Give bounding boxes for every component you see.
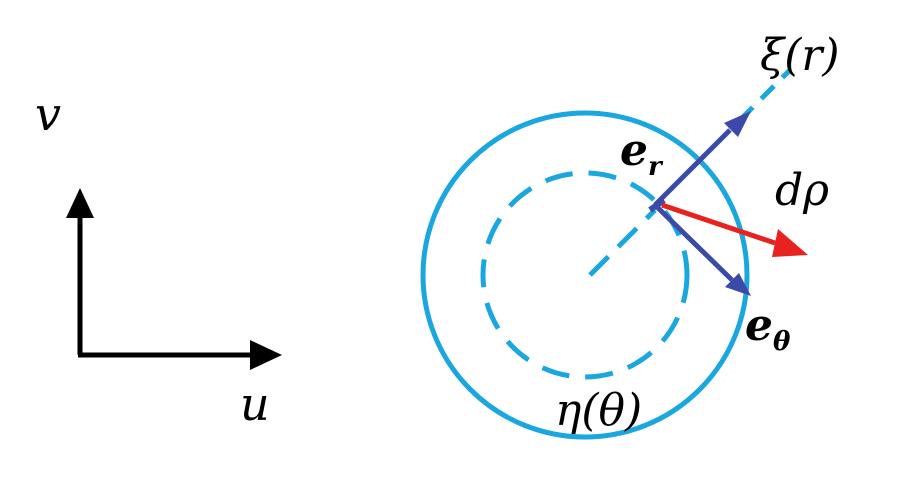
e-r-base: e — [620, 125, 648, 176]
e-theta-vector-line — [653, 203, 734, 282]
inner-dashed-circle — [480, 170, 690, 380]
e-r-vector-line — [653, 128, 732, 207]
e-r-subscript: r — [648, 152, 664, 182]
u-axis-arrowhead — [250, 340, 282, 370]
d-rho-text: dρ — [775, 165, 829, 216]
uv-axes — [66, 188, 282, 370]
v-axis-arrowhead — [66, 188, 94, 218]
e-theta-label: eθ — [745, 300, 791, 357]
e-r-vector-arrowhead — [724, 111, 751, 137]
e-r-label: er — [620, 125, 664, 182]
d-rho-label: dρ — [775, 165, 829, 216]
tangent-tick — [648, 197, 666, 213]
e-theta-base: e — [745, 300, 773, 351]
eta-label: η(θ) — [555, 385, 642, 436]
xi-radial-extension — [738, 68, 792, 122]
outer-circle — [420, 110, 750, 440]
d-rho-vector-line — [661, 202, 776, 246]
u-axis-label: u — [240, 377, 270, 431]
xi-label: ξ(r) — [760, 30, 840, 81]
e-theta-vector-arrowhead — [725, 273, 751, 296]
radial-dashed-line — [588, 208, 657, 277]
d-rho-vector-arrowhead — [772, 229, 808, 257]
e-theta-subscript: θ — [773, 327, 791, 357]
v-axis-label: v — [35, 87, 61, 141]
